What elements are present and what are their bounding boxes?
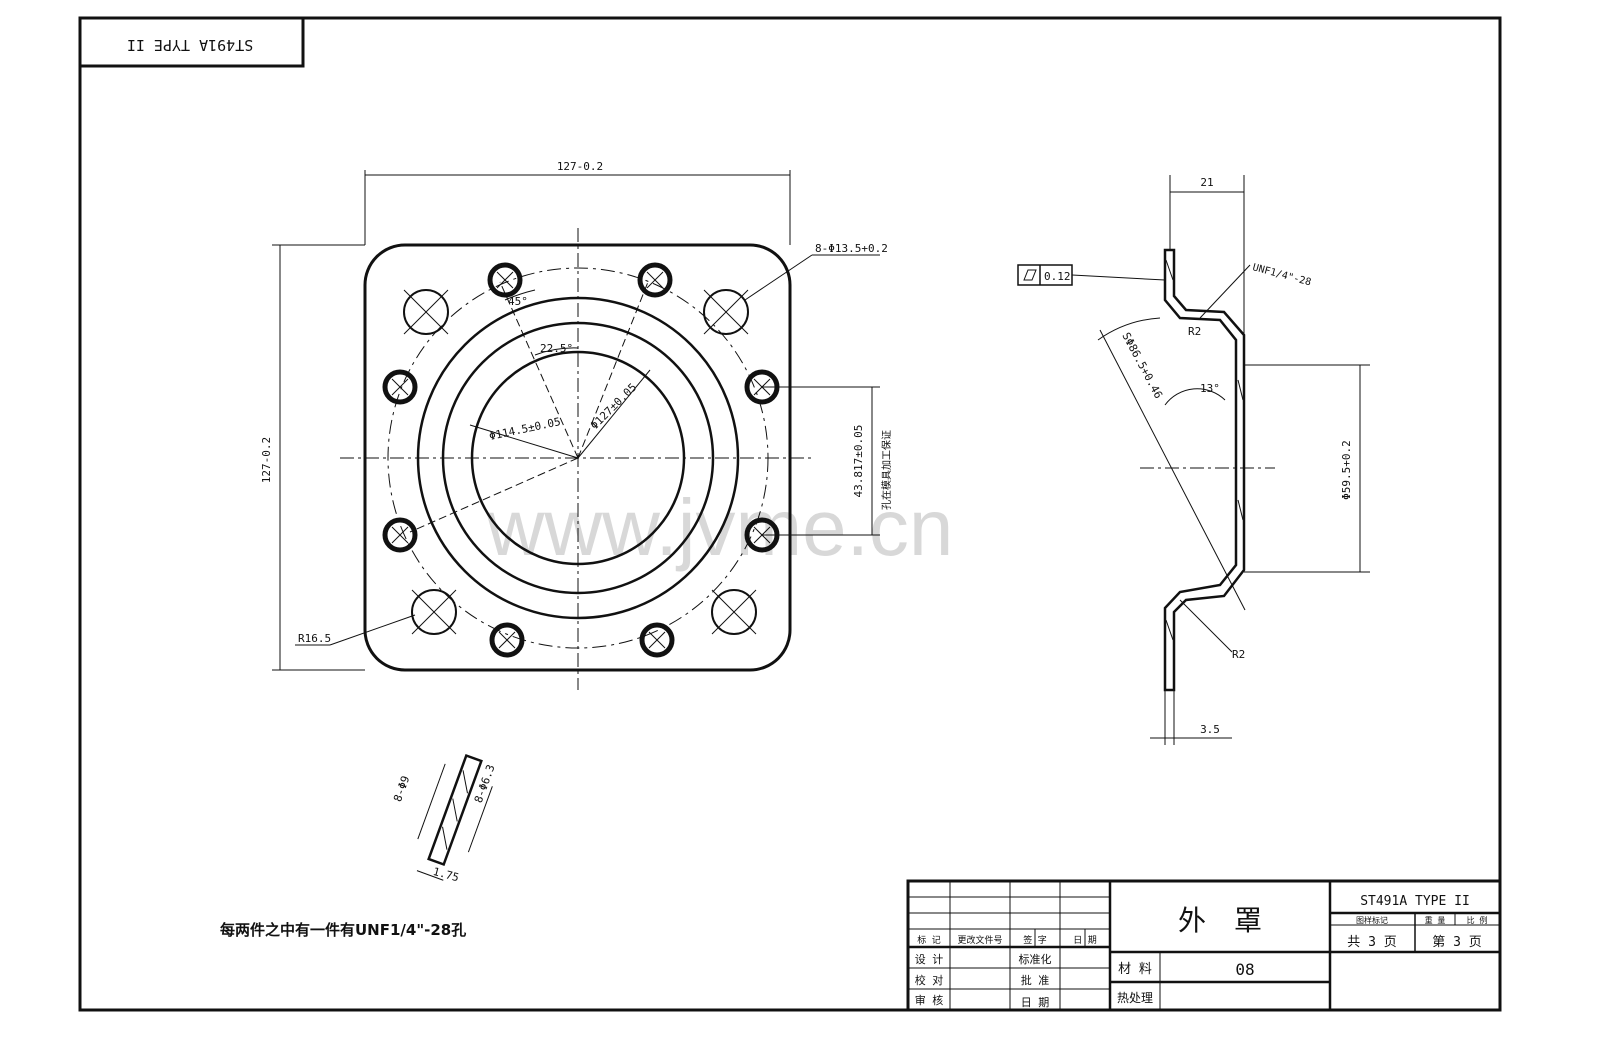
inner-ring	[470, 350, 686, 566]
flatness-value: 0.12	[1044, 270, 1071, 283]
dim-bore-label: Φ59.5+0.2	[1340, 440, 1353, 500]
radial-line-lower	[409, 457, 579, 533]
flatness-icon	[1023, 269, 1037, 281]
detail-dim-line-c	[416, 870, 444, 881]
sheet-border	[78, 16, 1502, 1012]
heat-treat-label: 热处理	[1117, 991, 1153, 1005]
rev-header: 更改文件号	[957, 934, 1002, 946]
sphere-leader	[1099, 329, 1246, 611]
section-view: 21 0.12 UNF1/4"-28 SΦ86.5+0.46 R2 13° Φ5…	[1017, 175, 1370, 745]
angle-arc-22	[534, 347, 579, 356]
material-label: 材 料	[1118, 962, 1152, 977]
detail-hatch	[462, 770, 468, 794]
sign-role2: 日 期	[1021, 996, 1050, 1009]
mid-ring	[441, 321, 715, 595]
rev-header: 标 记	[917, 934, 940, 946]
detail-dim-line-a	[417, 763, 446, 840]
code-sub-header: 图样标记	[1356, 915, 1388, 925]
code-sub-header: 重 量	[1425, 915, 1446, 925]
bolt-hole	[487, 262, 523, 298]
dim-height-label: 127-0.2	[260, 437, 273, 483]
large-hole	[403, 289, 449, 335]
dim-bolt-spacing-label: 43.817±0.05	[852, 425, 865, 498]
title-block-frame	[906, 879, 1502, 1012]
bolt-hole	[639, 622, 675, 658]
large-hole	[411, 589, 457, 635]
code-sub-header: 比 例	[1467, 915, 1488, 925]
leader-radius	[329, 614, 416, 646]
detail-dim-b-label: 8-Φ6.3	[472, 763, 498, 805]
dim-thickness-label: 21	[1200, 176, 1213, 189]
outer-ring	[416, 296, 740, 620]
radius-bottom-label: R2	[1232, 648, 1245, 661]
dim-hole-dia-label: 8-Φ13.5+0.2	[815, 242, 888, 255]
part-name: 外 罩	[1178, 904, 1262, 937]
sign-role2: 标准化	[1019, 952, 1052, 966]
leader-inner-dia	[469, 424, 579, 459]
detail-dim-line-b	[467, 786, 493, 853]
angle-45-label: 45°	[508, 295, 528, 308]
sign-role: 审 核	[915, 993, 944, 1007]
sphere-arc	[1097, 317, 1161, 341]
sheet-number: 第 3 页	[1432, 935, 1481, 950]
angle-13-label: 13°	[1200, 382, 1220, 395]
leader-outer-dia	[577, 369, 651, 459]
bolt-hole	[382, 517, 418, 553]
plan-view: 127-0.2 127-0.2 8-Φ13.5+0.2 45° 22.5° Φ1…	[260, 160, 893, 690]
angle-arc-45	[504, 289, 536, 301]
sign-role2: 批 准	[1021, 973, 1050, 987]
detail-dim-c-label: 1.75	[431, 865, 460, 884]
dim-outer-dia-label: Φ127±0.05	[588, 381, 639, 432]
corner-code: ST491A TYPE II	[127, 36, 253, 54]
bolt-hole	[489, 622, 525, 658]
bolt-circle	[387, 267, 769, 649]
large-hole	[711, 589, 757, 635]
dim-width-label: 127-0.2	[557, 160, 603, 173]
bolt-note-label: 孔在模具加工保证	[880, 430, 893, 510]
rev-header: 签 字	[1023, 934, 1046, 946]
material-value: 08	[1235, 960, 1254, 979]
rev-header: 日 期	[1073, 935, 1096, 946]
angle-13-arc	[1164, 388, 1226, 406]
thread-note-label: UNF1/4"-28	[1251, 262, 1312, 288]
sign-role: 设 计	[915, 953, 944, 966]
corner-code-box	[78, 16, 305, 68]
thread-leader	[1199, 264, 1251, 319]
radius-top-label: R2	[1188, 325, 1201, 338]
dim-inner-dia-label: Φ114.5±0.05	[488, 415, 562, 443]
bolt-hole	[382, 369, 418, 405]
radial-line-bolt	[577, 281, 649, 459]
detail-view	[416, 753, 493, 881]
detail-hatch	[452, 798, 458, 822]
detail-dim-a-label: 8-Φ9	[391, 774, 412, 803]
leader-hole-dia	[744, 254, 813, 301]
corner-radius-label: R16.5	[298, 632, 331, 645]
title-block: 标 记 更改文件号 签 字 日 期 设 计 标准化 校 对 批 准 审 核 日 …	[906, 879, 1502, 1012]
sheets-total: 共 3 页	[1347, 935, 1396, 950]
note-text: 每两件之中有一件有UNF1/4"-28孔	[220, 921, 466, 939]
section-hatch	[1165, 259, 1244, 641]
watermark: www.jvme.cn	[486, 483, 954, 572]
detail-hole-section	[427, 753, 483, 867]
detail-hatch	[442, 826, 448, 850]
flatness-leader	[1071, 274, 1166, 281]
angle-22-label: 22.5°	[540, 342, 573, 355]
radius-bottom-leader	[1179, 599, 1233, 653]
sign-role: 校 对	[915, 973, 944, 987]
large-hole	[703, 289, 749, 335]
dim-flange-label: 3.5	[1200, 723, 1220, 736]
dim-sphere-label: SΦ86.5+0.46	[1119, 330, 1165, 400]
bolt-hole	[637, 262, 673, 298]
radial-line-45	[499, 281, 579, 459]
drawing-code: ST491A TYPE II	[1360, 894, 1470, 909]
